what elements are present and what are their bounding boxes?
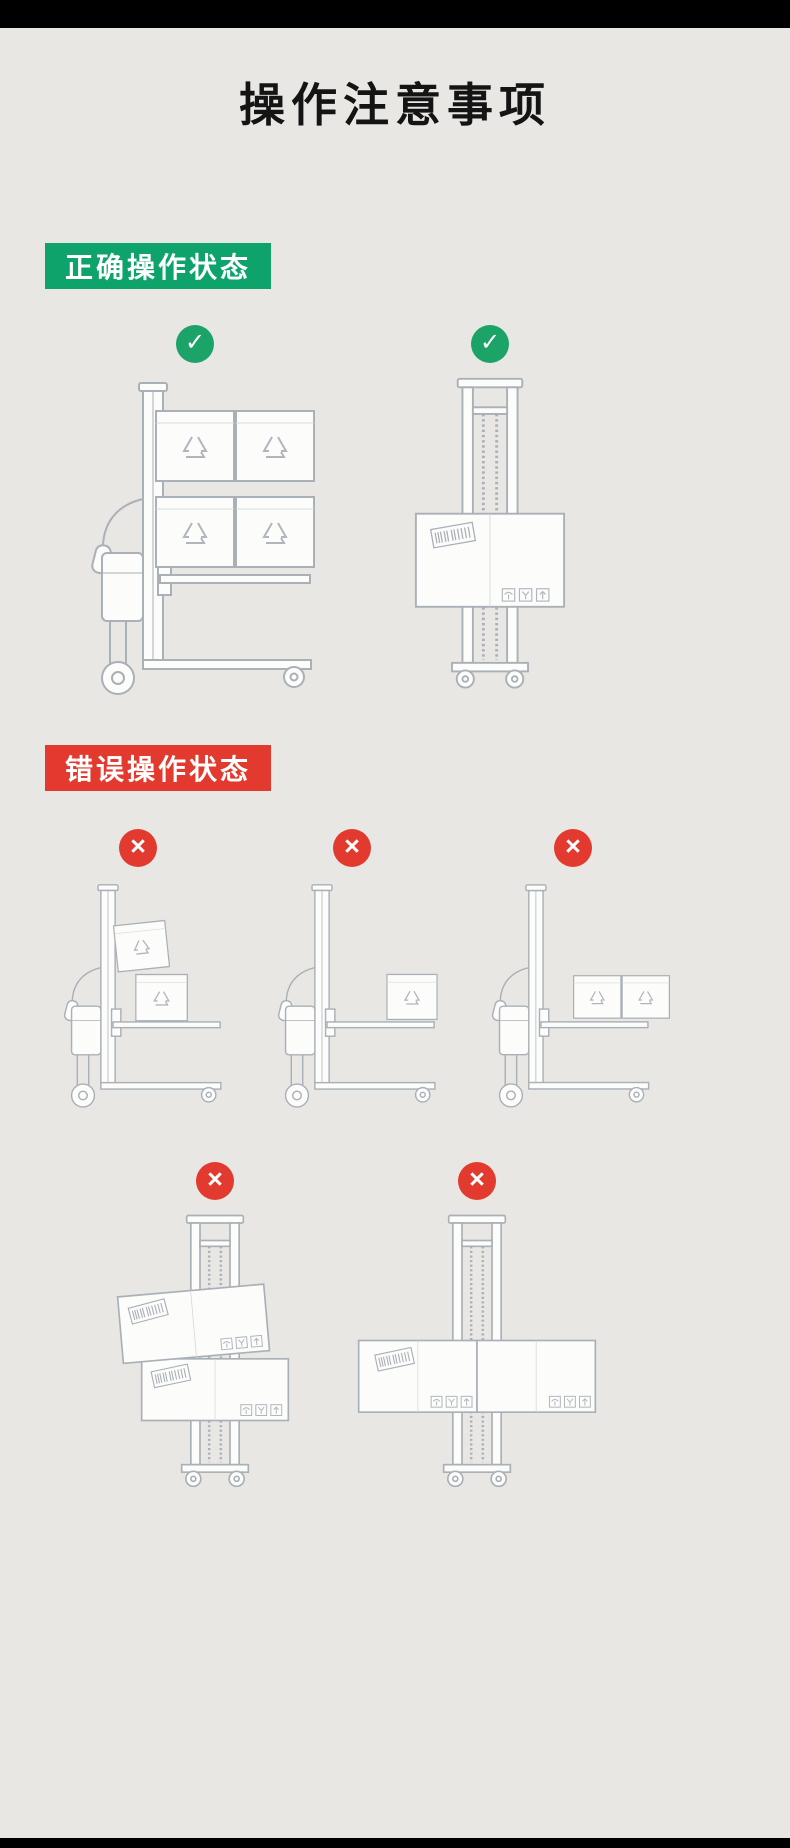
stacker-side-misaligned-stack-drawing [62,883,222,1108]
box [235,495,315,568]
figure-correct-side-load: ✓ [55,324,335,715]
correct-section-badge: 正确操作状态 [45,242,272,289]
check-icon: ✓ [176,324,214,363]
box [135,973,188,1022]
box [476,1339,597,1413]
incorrect-illustrations-row-1: × × × [38,828,790,1122]
stacker-side-box-at-tip-drawing [276,883,438,1108]
box [112,919,171,973]
box [414,512,566,608]
stacker-front-centered-box-drawing [414,376,566,689]
stacker-side-four-boxes-drawing [89,381,315,695]
cross-icon: × [119,828,157,867]
box [357,1339,478,1413]
page-title: 操作注意事项 [239,79,551,131]
box [386,973,438,1020]
bottom-black-bar [0,1838,790,1848]
incorrect-illustrations-row-2: × × [90,1161,790,1504]
top-black-bar [0,0,790,28]
box [573,974,622,1019]
figure-wrong-tilted-stack: × [38,828,238,1122]
cross-icon: × [458,1161,496,1200]
stacker-side-overhanging-boxes-drawing [490,883,671,1108]
box [155,495,235,568]
stacker-front-wide-load-drawing [357,1213,597,1488]
box [155,409,235,482]
figure-wrong-offset-stacked-front: × [90,1161,340,1504]
cross-icon: × [196,1161,234,1200]
figure-wrong-overhanging-boxes: × [466,828,680,1122]
box [235,409,315,482]
figure-correct-front-load: ✓ [395,324,585,698]
box [140,1357,290,1421]
figure-wrong-oversized-wide-load: × [352,1161,602,1504]
cross-icon: × [333,828,371,867]
figure-wrong-load-at-fork-tip: × [252,828,452,1122]
stacker-front-offset-stack-drawing [116,1213,290,1488]
box [621,974,671,1019]
cross-icon: × [554,828,592,867]
box [116,1282,271,1364]
check-icon: ✓ [471,324,509,363]
incorrect-section-badge: 错误操作状态 [45,744,272,791]
correct-illustrations-row: ✓ ✓ [55,324,790,715]
